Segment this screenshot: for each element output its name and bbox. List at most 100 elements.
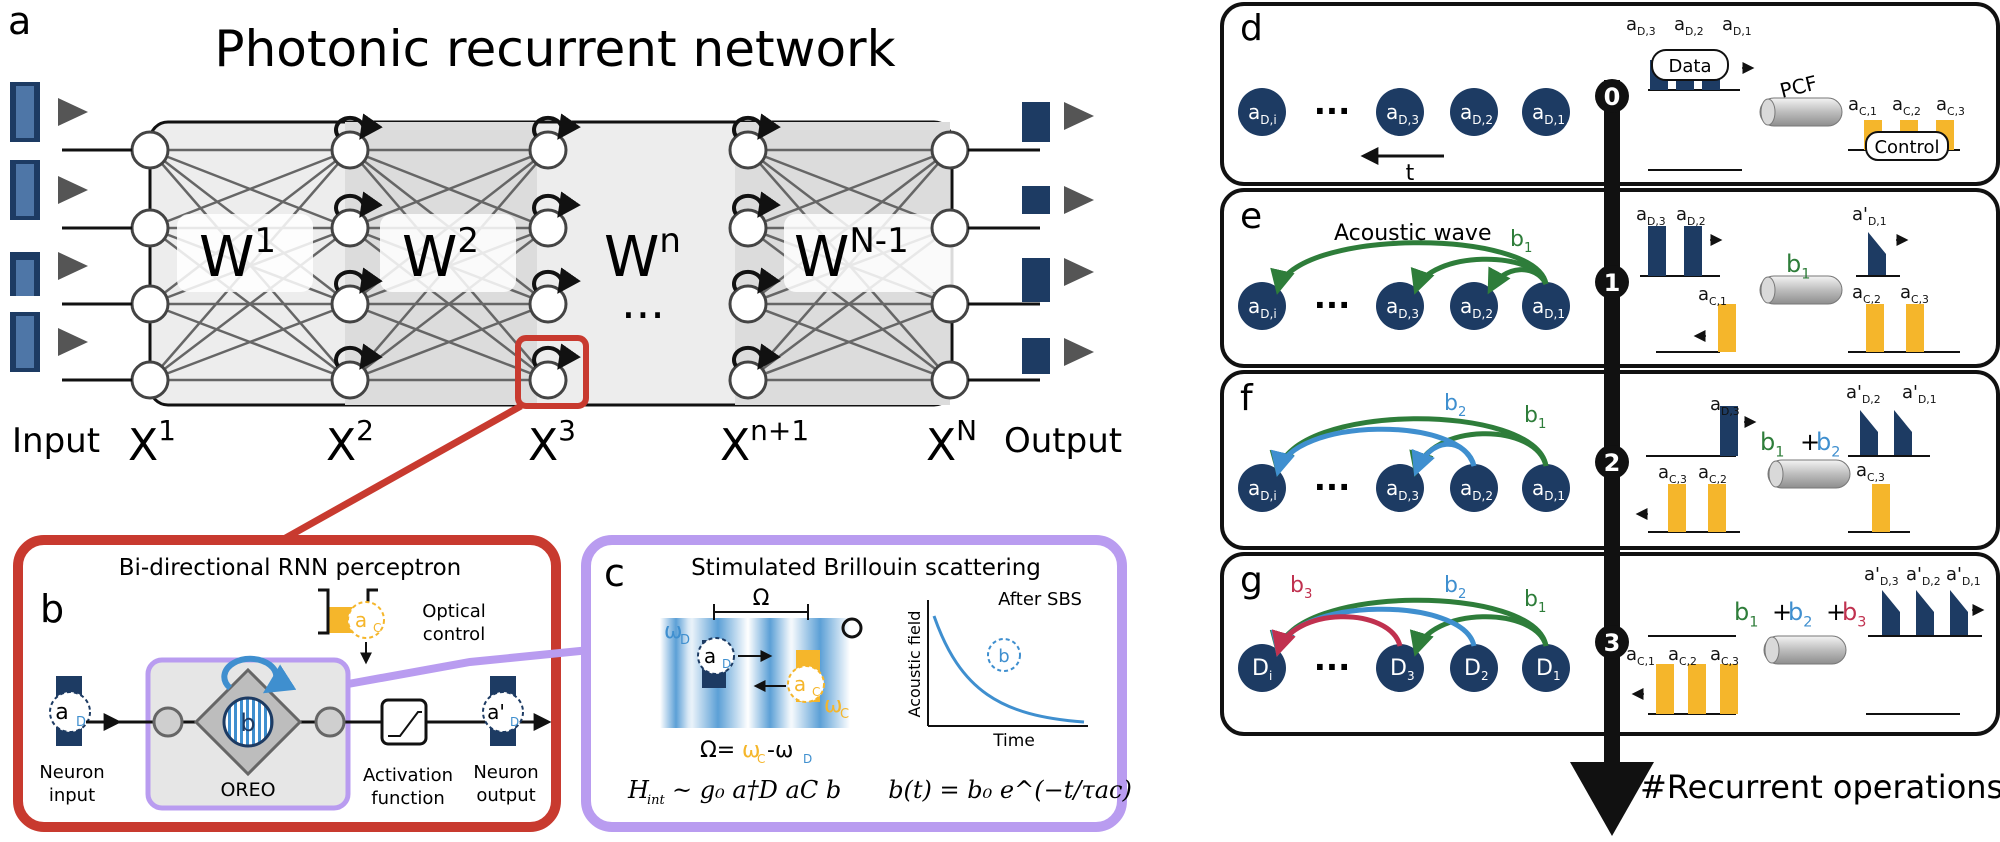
output-pulse-icon [1022, 338, 1050, 374]
delay-neuron [1450, 644, 1498, 692]
acoustic-arrow [1487, 266, 1549, 295]
neuron-node [728, 208, 768, 248]
weight-label-2: W2 [402, 221, 479, 290]
delay-neuron [1522, 282, 1570, 330]
pulse-c1-label-e: aC,1 [1698, 284, 1727, 308]
pulse-c2-label-g: aC,2 [1668, 644, 1697, 668]
output-ramp [1868, 232, 1886, 276]
pulse-dp1-label-f: a'D,1 [1902, 382, 1937, 406]
neuron-node [930, 130, 970, 170]
control-pulse [1866, 304, 1884, 352]
output-pulse-icon [1022, 258, 1050, 302]
pcf-fiber-end [1760, 98, 1776, 126]
b1-label-f: b1 [1524, 403, 1546, 432]
hamiltonian-h: H [627, 776, 650, 804]
input-pulse-glow [16, 260, 34, 296]
control-bracket-left [318, 588, 330, 635]
neuron-node [930, 360, 970, 400]
b-mode-label: b [240, 709, 255, 737]
acoustic-arrow [1409, 614, 1549, 657]
pcf-fiber-end [1760, 276, 1776, 304]
delay-neuron [1450, 464, 1498, 512]
step-marker [1595, 625, 1629, 659]
delay-neuron-label: aD,1 [1532, 294, 1565, 321]
activation-icon [380, 698, 428, 746]
weight-label-bg [784, 214, 960, 292]
neuron-node [130, 284, 170, 324]
weight-label-4: WN-1 [794, 221, 909, 290]
delay-neuron [1450, 88, 1498, 136]
neuron-ellipsis: ... [1314, 84, 1350, 122]
output-arrow-icon [1064, 186, 1094, 214]
b1-label-e: b1 [1510, 227, 1532, 256]
pcf-fiber-icon [1759, 97, 1843, 127]
step-marker [1595, 445, 1629, 479]
pulse-d3-label: aD,3 [1626, 14, 1656, 38]
delay-neuron-label: aD,1 [1532, 476, 1565, 503]
recurrent-loop-icon [732, 267, 781, 294]
omega-c-label: ω [824, 693, 842, 718]
recurrent-loop-icon [732, 113, 781, 140]
highlight-box [515, 335, 589, 409]
weight-edge [747, 148, 951, 230]
plus-label-g2: + [1826, 598, 1846, 626]
pcf-fiber-icon [1763, 635, 1847, 665]
weight-edge [149, 227, 351, 381]
recurrent-loop-icon [532, 267, 581, 294]
control-pulse [1688, 664, 1706, 714]
input-output-pulses [10, 82, 1094, 382]
delay-neuron-label: aD,3 [1386, 294, 1419, 321]
layer-label-3: X3 [528, 414, 576, 471]
pcf-fiber-icon [1759, 275, 1843, 305]
step-number: 3 [1604, 629, 1621, 657]
plus-label-f: + [1800, 428, 1820, 456]
a-c-label: a [355, 608, 367, 632]
neuron-input-l1: Neuron [39, 762, 104, 783]
acoustic-arrow [1411, 441, 1477, 477]
b3-label-g: b3 [1290, 573, 1312, 602]
pulse-d2-label-e: aD,2 [1676, 204, 1706, 228]
recurrent-loop-icon [334, 343, 383, 370]
b1-label-fiber-e: b1 [1786, 250, 1810, 283]
neuron-node [930, 208, 970, 248]
pulse-c2-label-f: aC,2 [1698, 462, 1727, 486]
a-d-circle [49, 691, 91, 733]
panel-c-title: Stimulated Brillouin scattering [691, 555, 1041, 581]
data-label: Data [1669, 56, 1712, 77]
a-c-sub: C [373, 621, 381, 635]
optical-control-l1: Optical [422, 601, 486, 622]
control-pulse [1708, 484, 1726, 532]
pulse-c3-label-f2: aC,3 [1856, 460, 1885, 484]
neuron-node [728, 360, 768, 400]
control-pulse [1872, 484, 1890, 532]
output-pulse-icon [1022, 186, 1050, 214]
neuron-node [528, 208, 568, 248]
control-pulse [1720, 664, 1738, 714]
plus-label-g1: + [1772, 598, 1792, 626]
control-pulse [1668, 484, 1686, 532]
time-label: t [1406, 161, 1415, 186]
pulse-d1-label: aD,1 [1722, 14, 1752, 38]
zoom-line-b [280, 402, 523, 544]
delay-neuron-label: aD,i [1248, 476, 1277, 503]
pcf-fiber-end [1764, 636, 1780, 664]
output-coupler-icon [314, 706, 346, 738]
step-number: 0 [1604, 83, 1621, 111]
b2-label-g: b2 [1444, 573, 1466, 602]
input-pulse-glow [16, 86, 34, 138]
layer-label-2: X2 [326, 414, 374, 471]
eq-omega-c: ω [742, 738, 760, 763]
zoom-line-c [347, 646, 591, 688]
layer-label-1: X1 [128, 414, 176, 471]
acoustic-arrow [1270, 240, 1549, 295]
pulse-dp2-label-g: a'D,2 [1906, 564, 1941, 588]
delay-neuron-label: aD,2 [1460, 100, 1493, 127]
step-number: 2 [1604, 449, 1621, 477]
neuron-node [130, 130, 170, 170]
band-3 [748, 618, 792, 728]
eq-omega-d-sub: D [803, 752, 812, 766]
neuron-output-l2: output [476, 785, 535, 806]
